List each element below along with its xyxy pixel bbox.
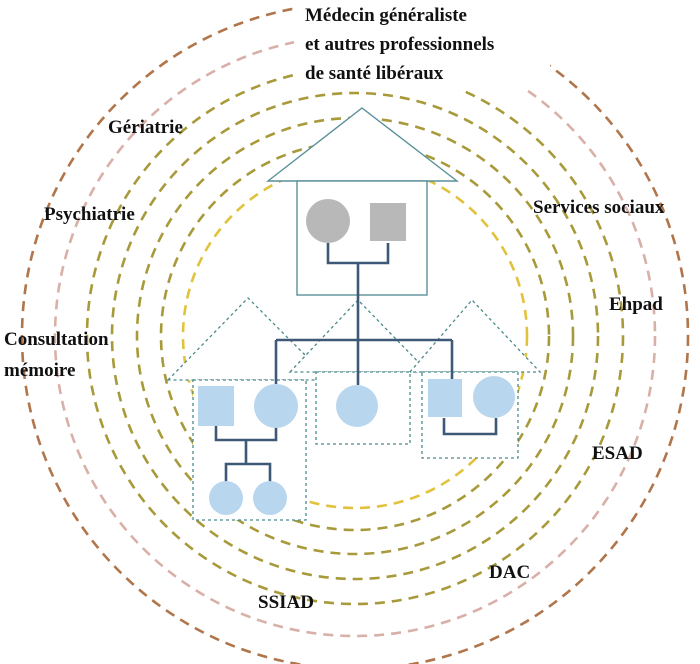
grandmother-circle (306, 199, 350, 243)
grandchild-1-circle (209, 481, 243, 515)
grandfather-square (370, 203, 406, 241)
right-son-square (428, 379, 462, 417)
genogram-lines (214, 243, 498, 484)
center-child-circle (336, 385, 378, 427)
label-medecin-line1: Médecin généraliste (305, 5, 467, 26)
label-esad: ESAD (592, 443, 643, 464)
label-services-sociaux: Services sociaux (533, 197, 665, 218)
label-ssiad: SSIAD (258, 592, 314, 613)
right-spouse-circle (473, 376, 515, 418)
label-geriatrie: Gériatrie (108, 117, 183, 138)
grandchild-2-circle (253, 481, 287, 515)
ring-7 (181, 162, 529, 510)
label-psychiatrie: Psychiatrie (44, 204, 135, 225)
label-consultation-line1: Consultation (4, 329, 109, 350)
label-ehpad: Ehpad (609, 294, 663, 315)
label-medecin-line3: de santé libéraux (305, 63, 444, 84)
left-son-square (198, 386, 234, 426)
service-labels: Médecin généraliste et autres profession… (4, 5, 665, 613)
genogram-symbols (198, 199, 515, 515)
main-house-roof (265, 107, 460, 182)
grandchildren-line (224, 462, 272, 484)
right-couple-line (442, 418, 498, 436)
ring-6 (159, 140, 551, 532)
center-house-body (315, 371, 411, 445)
left-house-roof (166, 297, 332, 381)
left-daughter-in-law-circle (254, 384, 298, 428)
ring-4 (110, 91, 600, 581)
right-house-roof (408, 299, 542, 373)
main-house (265, 107, 460, 296)
label-medecin-line2: et autres professionnels (305, 34, 494, 55)
label-dac: DAC (489, 562, 530, 583)
label-consultation-line2: mémoire (4, 360, 75, 381)
